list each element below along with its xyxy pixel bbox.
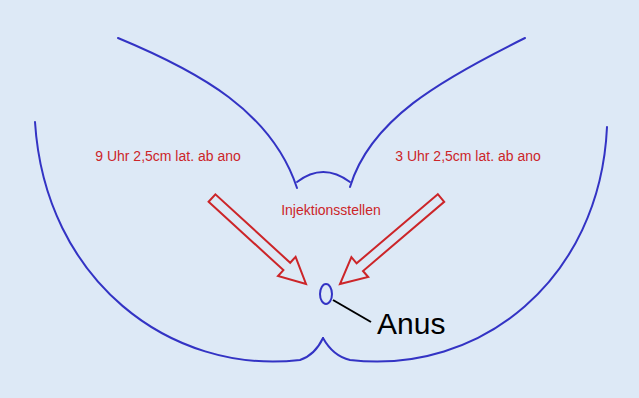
left-thigh-line [118,38,297,188]
anatomy-label: Anus [377,307,445,340]
leader-line [333,300,371,322]
right-buttock-outline [323,127,607,362]
injection-heading: Injektionsstellen [281,203,381,218]
injection-site-label: 9 Uhr 2,5cm lat. ab ano [95,149,241,164]
left-buttock-outline [35,122,323,362]
anus-outline [320,284,332,304]
right-thigh-line [350,38,525,187]
perineum-arc [297,172,350,182]
injection-site-label: 3 Uhr 2,5cm lat. ab ano [395,149,541,164]
